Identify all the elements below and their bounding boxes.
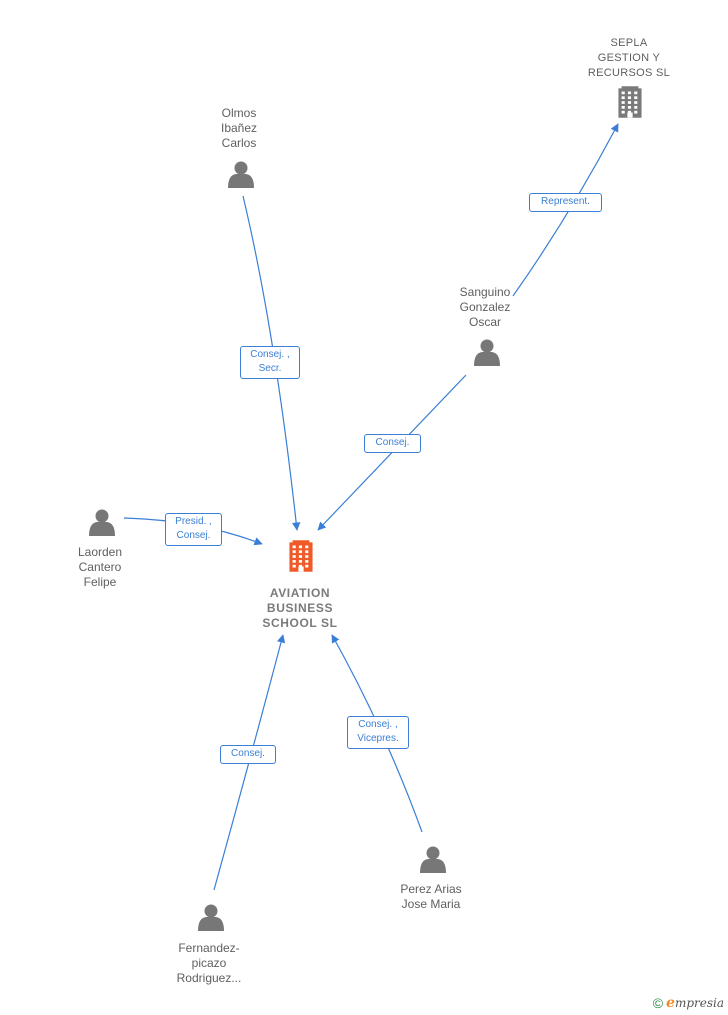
edge-label-sanguino-to-center[interactable]: Consej.	[364, 434, 421, 453]
node-label-line: Cantero	[78, 560, 122, 574]
node-label-line: GESTION Y	[597, 52, 661, 64]
brand-logo: empresia	[666, 995, 724, 1011]
node-label-line: AVIATION	[269, 586, 331, 600]
edge-label-line: Presid. ,	[175, 516, 212, 527]
edge-label-sanguino-to-sepla[interactable]: Represent.	[529, 193, 602, 212]
node-label-line: SCHOOL SL	[262, 616, 338, 630]
edge-label-line: Consej.	[231, 748, 265, 759]
center-company-building-icon[interactable]	[289, 540, 313, 572]
sepla-building-icon[interactable]	[618, 86, 642, 118]
edge-sanguino-to-sepla	[512, 123, 619, 297]
node-label-line: Perez Arias	[400, 882, 462, 896]
footer-brand: © empresia	[653, 995, 724, 1011]
olmos-person-icon[interactable]	[228, 161, 254, 189]
sepla-name[interactable]: SEPLA GESTION Y RECURSOS SL	[559, 36, 699, 81]
node-label-line: Carlos	[221, 136, 257, 150]
node-label-line: picazo	[191, 956, 227, 970]
node-label-line: BUSINESS	[266, 601, 334, 615]
edge-label-olmos-to-center[interactable]: Consej. , Secr.	[240, 346, 300, 379]
edge-label-line: Consej. ,	[358, 719, 398, 730]
node-label-line: Olmos	[221, 106, 257, 120]
edge-label-line: Consej.	[176, 530, 211, 541]
node-label-line: Felipe	[83, 575, 117, 589]
laorden-person-icon[interactable]	[89, 509, 115, 537]
node-label-line: Oscar	[468, 315, 501, 329]
edge-label-laorden-to-center[interactable]: Presid. , Consej.	[165, 513, 222, 546]
node-label-line: Rodriguez...	[176, 971, 242, 985]
edge-label-line: Vicepres.	[357, 733, 399, 744]
edge-label-perez-to-center[interactable]: Consej. , Vicepres.	[347, 716, 409, 749]
node-label-line: Sanguino	[459, 285, 511, 299]
fernandez-person-icon[interactable]	[198, 904, 224, 932]
sanguino-person-icon[interactable]	[474, 339, 500, 367]
node-label-line: Ibañez	[220, 121, 258, 135]
node-label-line: SEPLA	[610, 37, 648, 49]
node-label-line: Fernandez-	[178, 941, 240, 955]
copyright-symbol: ©	[652, 995, 664, 1011]
edge-label-line: Consej. ,	[250, 349, 290, 360]
edge-label-fernandez-to-center[interactable]: Consej.	[220, 745, 276, 764]
perez-person-icon[interactable]	[420, 846, 446, 874]
edge-label-line: Represent.	[541, 196, 590, 207]
edge-label-line: Consej.	[375, 437, 410, 448]
edge-label-line: Secr.	[258, 363, 282, 374]
node-label-line: Gonzalez	[459, 300, 511, 314]
node-label-line: Jose Maria	[401, 897, 461, 911]
node-label-line: Laorden	[77, 545, 123, 559]
node-label-line: RECURSOS SL	[587, 67, 671, 79]
edge-sanguino-to-center	[317, 374, 467, 531]
